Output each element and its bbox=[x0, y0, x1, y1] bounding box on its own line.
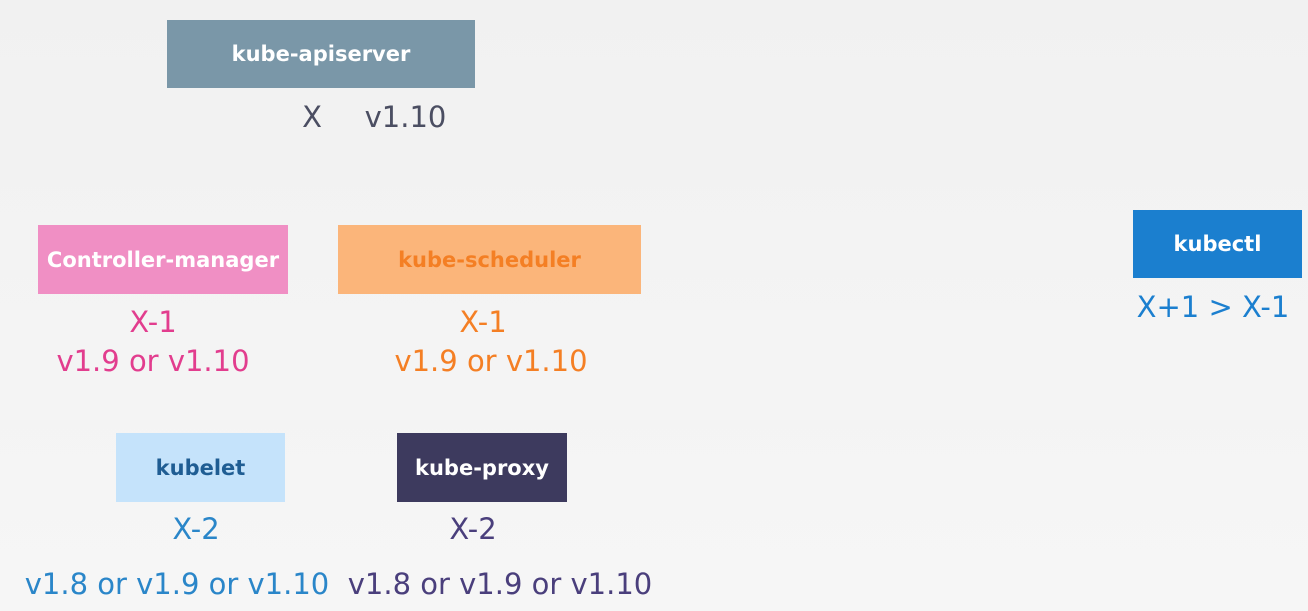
kubelet-box: kubelet bbox=[116, 433, 285, 502]
kube-apiserver-box: kube-apiserver bbox=[167, 20, 475, 88]
kube-proxy-box: kube-proxy bbox=[397, 433, 567, 502]
controller-manager-label: Controller-manager bbox=[46, 247, 280, 272]
controller-manager-versions: v1.9 or v1.10 bbox=[56, 344, 250, 378]
kube-scheduler-skew: X-1 bbox=[459, 305, 507, 339]
kubectl-skew: X+1 > X-1 bbox=[1136, 290, 1290, 324]
controller-manager-box: Controller-manager bbox=[38, 225, 288, 294]
kube-scheduler-label: kube-scheduler bbox=[398, 247, 581, 272]
kubelet-versions: v1.8 or v1.9 or v1.10 bbox=[24, 567, 330, 601]
kube-proxy-versions: v1.8 or v1.9 or v1.10 bbox=[347, 567, 653, 601]
kube-proxy-skew: X-2 bbox=[449, 512, 497, 546]
kubectl-box: kubectl bbox=[1133, 210, 1302, 278]
controller-manager-skew: X-1 bbox=[129, 305, 177, 339]
kubectl-label: kubectl bbox=[1173, 232, 1262, 256]
kubelet-label: kubelet bbox=[155, 455, 246, 480]
kube-scheduler-versions: v1.9 or v1.10 bbox=[394, 344, 588, 378]
apiserver-version: v1.10 bbox=[364, 100, 447, 134]
kube-proxy-label: kube-proxy bbox=[415, 455, 549, 480]
kube-apiserver-label: kube-apiserver bbox=[231, 42, 411, 66]
kube-scheduler-box: kube-scheduler bbox=[338, 225, 641, 294]
apiserver-version-letter: X bbox=[302, 100, 322, 134]
kubelet-skew: X-2 bbox=[172, 512, 220, 546]
